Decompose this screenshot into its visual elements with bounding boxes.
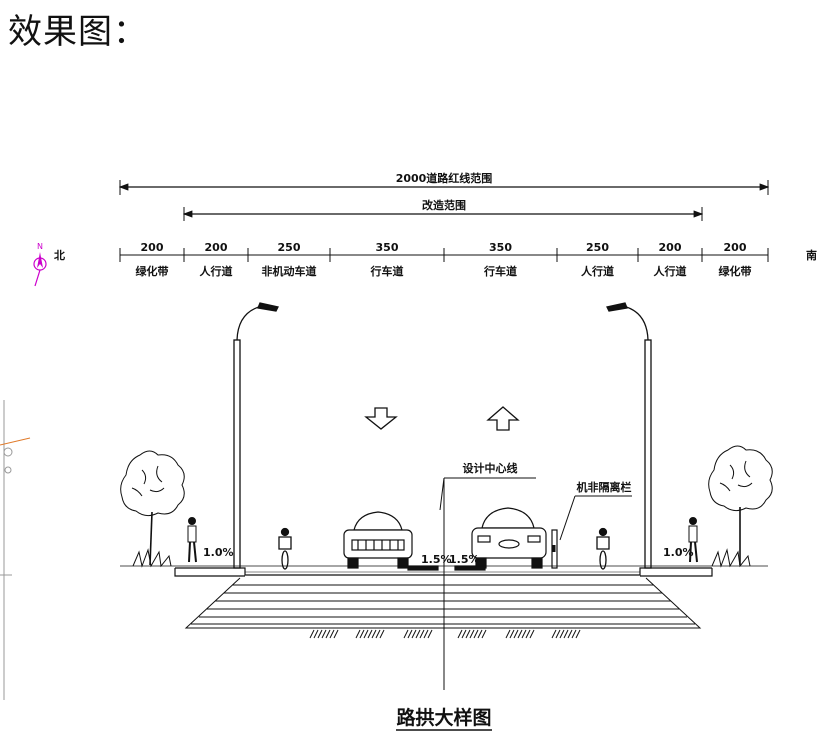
pavement-layers: [184, 577, 702, 629]
total-dimension: 2000道路红线范围: [118, 171, 770, 195]
drawing-title: 路拱大样图: [396, 706, 491, 729]
soil-hatch: [325, 629, 331, 639]
soil-hatch: [477, 629, 483, 639]
soil-hatch: [423, 629, 429, 639]
north-compass: N 北 南: [33, 242, 817, 287]
soil-hatch: [559, 629, 565, 639]
car-right-icon: [471, 507, 547, 569]
slope-center-right-label: 1.5%: [449, 553, 480, 566]
barrier-post-icon: [551, 529, 558, 569]
soil-hatching: [309, 629, 581, 639]
soil-hatch: [355, 629, 361, 639]
soil-hatch: [457, 629, 463, 639]
cyclist-right-icon: [596, 527, 610, 570]
page-header: 效果图：: [8, 12, 148, 52]
segment-name-label: 人行道: [654, 264, 687, 278]
soil-hatch: [509, 629, 515, 639]
soil-hatch: [505, 629, 511, 639]
soil-hatch: [411, 629, 417, 639]
soil-hatch: [329, 629, 335, 639]
soil-hatch: [461, 629, 467, 639]
segment-name-label: 行车道: [483, 264, 517, 278]
segment-width-label: 200: [724, 241, 747, 254]
segment-name-label: 人行道: [581, 264, 614, 278]
soil-hatch: [551, 629, 557, 639]
soil-hatch: [419, 629, 425, 639]
segment-width-label: 350: [376, 241, 399, 254]
car-left-icon: [343, 511, 413, 569]
pedestrian-left-icon: [187, 517, 197, 563]
soil-hatch: [427, 629, 433, 639]
segment-width-label: 250: [586, 241, 609, 254]
soil-hatch: [521, 629, 527, 639]
soil-hatch: [313, 629, 319, 639]
arrow-up-icon: [486, 406, 520, 431]
segment-name-label: 非机动车道: [262, 264, 317, 278]
soil-hatch: [333, 629, 339, 639]
segment-width-label: 350: [489, 241, 512, 254]
segment-dimension-chain: 200 绿化带 200 人行道 250 非机动车道 350 行车道 350 行车道 250 人行道 20…: [119, 241, 769, 278]
soil-hatch: [375, 629, 381, 639]
design-centerline: [439, 477, 536, 690]
segment-width-label: 200: [205, 241, 228, 254]
soil-hatch: [465, 629, 471, 639]
street-light-left: [233, 302, 279, 569]
renovation-dimension-label: 改造范围: [422, 198, 466, 212]
street-light-right: [606, 302, 652, 569]
road-surface: [120, 565, 768, 577]
renovation-dimension: 改造范围: [182, 198, 704, 221]
soil-hatch: [379, 629, 385, 639]
south-label: 南: [806, 248, 817, 262]
barrier-label: 机非隔离栏: [577, 480, 632, 494]
soil-hatch: [363, 629, 369, 639]
centerline-label: 设计中心线: [463, 461, 518, 475]
soil-hatch: [513, 629, 519, 639]
soil-hatch: [403, 629, 409, 639]
segment-name-label: 绿化带: [719, 264, 752, 278]
soil-hatch: [571, 629, 577, 639]
segment-name-label: 人行道: [200, 264, 233, 278]
north-symbol: N: [37, 242, 43, 251]
soil-hatch: [567, 629, 573, 639]
soil-hatch: [469, 629, 475, 639]
pedestrian-right-icon: [688, 517, 698, 563]
barrier-leader: [559, 495, 632, 541]
arrow-down-icon: [364, 407, 398, 430]
slope-center-left-label: 1.5%: [421, 553, 452, 566]
cyclist-left-icon: [278, 527, 292, 570]
segment-width-label: 250: [278, 241, 301, 254]
soil-hatch: [309, 629, 315, 639]
soil-hatch: [367, 629, 373, 639]
segment-width-label: 200: [141, 241, 164, 254]
soil-hatch: [359, 629, 365, 639]
slope-left-label: 1.0%: [203, 546, 234, 559]
soil-hatch: [321, 629, 327, 639]
soil-hatch: [371, 629, 377, 639]
soil-hatch: [517, 629, 523, 639]
soil-hatch: [407, 629, 413, 639]
soil-hatch: [415, 629, 421, 639]
total-dimension-label: 2000道路红线范围: [396, 171, 493, 185]
soil-hatch: [317, 629, 323, 639]
soil-hatch: [473, 629, 479, 639]
tree-left: [120, 450, 185, 568]
soil-hatch: [481, 629, 487, 639]
slope-right-label: 1.0%: [663, 546, 694, 559]
soil-hatch: [555, 629, 561, 639]
segment-name-label: 行车道: [370, 264, 404, 278]
north-label: 北: [54, 248, 65, 262]
tree-right: [708, 445, 773, 568]
soil-hatch: [575, 629, 581, 639]
segment-name-label: 绿化带: [136, 264, 169, 278]
soil-hatch: [525, 629, 531, 639]
stray-fragments: [0, 400, 31, 700]
segment-width-label: 200: [659, 241, 682, 254]
soil-hatch: [563, 629, 569, 639]
soil-hatch: [529, 629, 535, 639]
